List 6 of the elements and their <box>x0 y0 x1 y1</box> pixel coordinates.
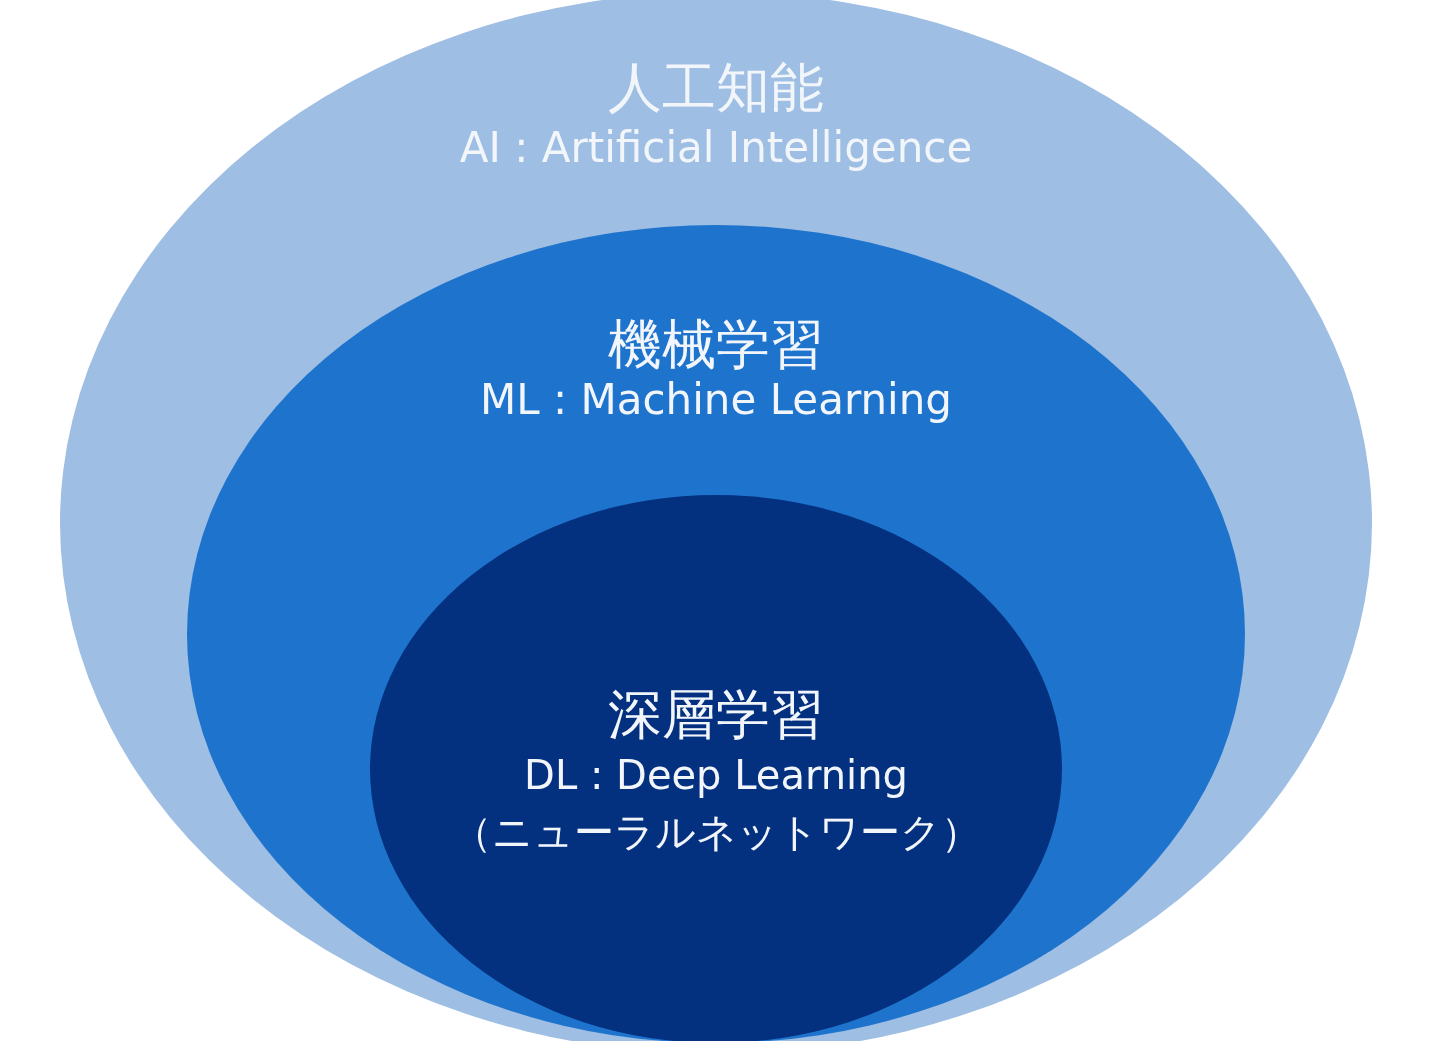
note-text: （ニューラルネットワーク） <box>451 812 981 852</box>
subtitle-text: ML : Machine Learning <box>480 379 952 421</box>
heading-text: 人工知能 <box>608 61 824 115</box>
subtitle-text: AI : Artificial Intelligence <box>459 127 973 169</box>
heading-text: 深層学習 <box>608 688 824 742</box>
heading-text: 機械学習 <box>608 318 824 372</box>
